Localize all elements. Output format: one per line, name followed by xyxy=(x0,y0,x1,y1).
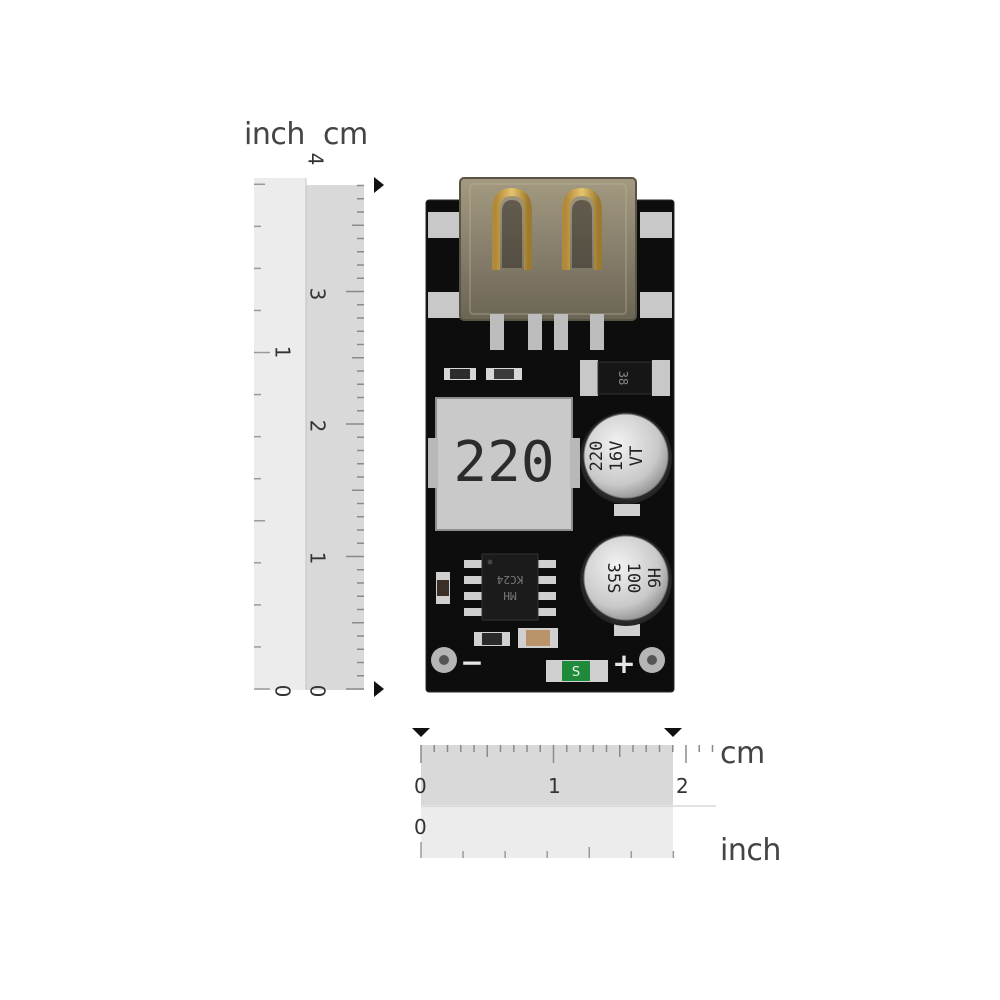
svg-text:KC24: KC24 xyxy=(496,573,523,586)
inductor-marking: 220 xyxy=(453,430,554,495)
vertical-ruler-cm-unit: cm xyxy=(323,117,368,152)
led: S xyxy=(546,660,608,682)
svg-text:VT: VT xyxy=(627,446,647,466)
svg-text:MH: MH xyxy=(503,589,516,602)
cm-tick-label-0: 0 xyxy=(305,684,330,698)
cm-tick-label-4: 4 xyxy=(303,152,328,166)
ic-chip: MH KC24 xyxy=(464,553,556,621)
svg-text:16V: 16V xyxy=(607,441,627,472)
capacitor-bottom: H6 100 35S xyxy=(580,534,672,636)
svg-text:H6: H6 xyxy=(643,568,663,588)
horizontal-ruler-cm-unit: cm xyxy=(720,736,765,771)
usb-connector xyxy=(459,177,637,350)
inch-tick-label-0: 0 xyxy=(270,684,295,698)
diode-marking: 38 xyxy=(616,371,630,385)
h-cm-tick-label-1: 1 xyxy=(548,774,561,798)
h-cm-tick-label-0: 0 xyxy=(414,774,427,798)
cm-tick-label-2: 2 xyxy=(305,419,330,433)
inch-tick-label-1: 1 xyxy=(270,345,295,359)
cm-tick-label-3: 3 xyxy=(305,287,330,301)
led-marking: S xyxy=(572,665,580,680)
vertical-ruler-scale xyxy=(254,177,384,697)
svg-text:220: 220 xyxy=(587,441,607,472)
horizontal-ruler-inch-unit: inch xyxy=(720,833,781,868)
horizontal-ruler-scale xyxy=(412,728,716,858)
cm-tick-label-1: 1 xyxy=(305,551,330,565)
h-inch-tick-label-0: 0 xyxy=(414,815,427,839)
minus-label: − xyxy=(460,646,483,679)
h-cm-tick-label-2: 2 xyxy=(676,774,689,798)
capacitor-top: 220 16V VT xyxy=(580,412,672,516)
pcb-board: 38 220 220 16V VT H6 100 35S xyxy=(425,177,675,693)
plus-label: + xyxy=(612,647,635,680)
vertical-ruler-inch-unit: inch xyxy=(244,117,305,152)
svg-text:100: 100 xyxy=(623,563,643,594)
inductor: 220 xyxy=(428,397,580,531)
diode: 38 xyxy=(580,360,670,396)
svg-text:35S: 35S xyxy=(603,563,623,594)
